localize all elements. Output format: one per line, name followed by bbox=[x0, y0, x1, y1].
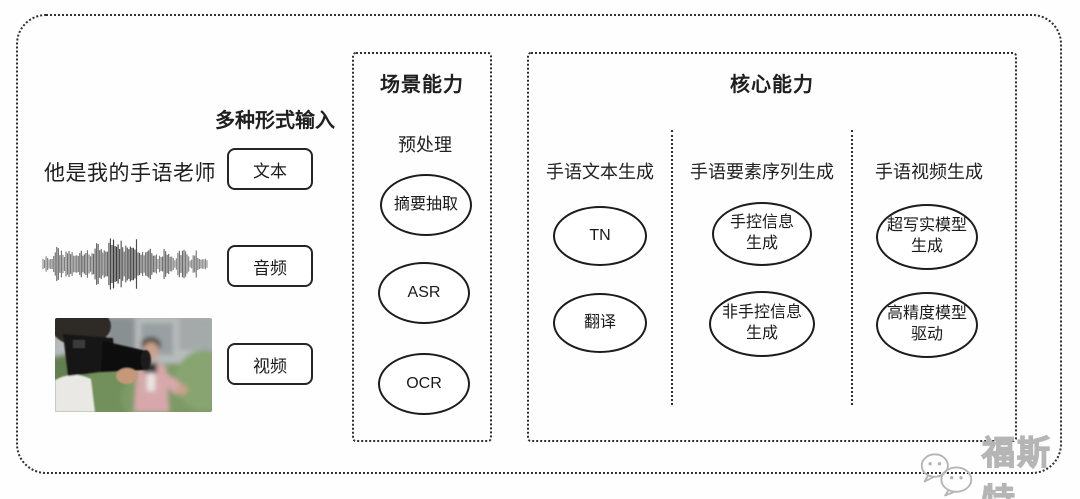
scene-capability-title: 场景能力 bbox=[380, 74, 464, 96]
column-header-sign-video-generation: 手语视频生成 bbox=[875, 162, 983, 182]
wechat-logo-icon bbox=[920, 453, 973, 497]
node-translation: 翻译 bbox=[553, 293, 647, 353]
node-tn: TN bbox=[553, 206, 647, 266]
sample-input-text: 他是我的手语老师 bbox=[44, 162, 216, 185]
column-header-sign-element-sequence-generation: 手语要素序列生成 bbox=[690, 162, 834, 182]
watermark-text: 福斯特 bbox=[981, 433, 1052, 499]
input-type-text-node: 文本 bbox=[227, 148, 313, 190]
watermark: 福斯特 bbox=[918, 426, 1080, 499]
input-section-label: 多种形式输入 bbox=[215, 110, 335, 132]
node-asr: ASR bbox=[378, 262, 470, 324]
video-thumbnail-image bbox=[55, 318, 212, 412]
input-type-video-label: 视频 bbox=[253, 356, 287, 376]
node-ocr: OCR bbox=[378, 353, 470, 415]
node-high-precision-model-driving: 高精度模型 驱动 bbox=[876, 292, 978, 358]
input-type-audio-node: 音频 bbox=[227, 245, 313, 287]
core-capability-title: 核心能力 bbox=[730, 74, 814, 96]
core-capability-box bbox=[527, 52, 1017, 442]
node-hyperrealistic-model-generation: 超写实模型 生成 bbox=[876, 204, 978, 270]
node-non-manual-info-generation: 非手控信息 生成 bbox=[709, 291, 815, 357]
scene-capability-box bbox=[352, 52, 492, 442]
node-manual-info-generation: 手控信息 生成 bbox=[712, 202, 812, 266]
node-abstract-extraction: 摘要抽取 bbox=[380, 174, 472, 236]
column-separator-2 bbox=[851, 130, 853, 405]
column-separator-1 bbox=[671, 130, 673, 405]
preprocess-label: 预处理 bbox=[398, 135, 452, 155]
input-type-audio-label: 音频 bbox=[253, 258, 287, 278]
outer-dotted-border bbox=[16, 14, 1062, 474]
column-header-sign-text-generation: 手语文本生成 bbox=[546, 162, 654, 182]
input-type-text-label: 文本 bbox=[253, 161, 287, 181]
audio-waveform-icon bbox=[42, 228, 208, 300]
input-type-video-node: 视频 bbox=[227, 343, 313, 385]
